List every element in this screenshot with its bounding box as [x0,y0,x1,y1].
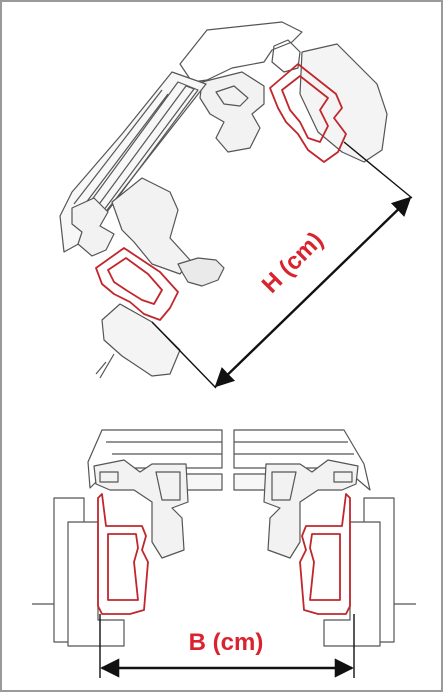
lower-lining-stub [95,353,115,379]
lower-red-frame [95,247,179,321]
lower-lining-board [101,303,181,377]
right-red-frame-inner [309,533,341,601]
height-extension-bottom [151,321,217,389]
upper-lining-board [299,43,388,163]
hook-seal [177,257,225,287]
upper-frame-profile [199,71,265,153]
frame-profiles-bottom [97,493,351,615]
right-red-frame [299,493,351,615]
left-sash-profile [93,459,189,559]
upper-flashing [179,21,303,83]
width-dimension: B (cm) [99,614,355,678]
right-lining-plate [323,521,381,647]
top-cover-right [233,429,371,491]
left-red-frame-inner [107,533,139,601]
roof-window-section [59,21,388,379]
upper-red-frame [269,63,347,163]
glazing-inner-line-2 [73,89,163,205]
height-dimension-line [214,196,412,388]
left-lining-plate [67,521,125,647]
width-label: B (cm) [189,629,264,656]
right-sash-inner [271,471,353,501]
frame-profiles-top [95,63,347,321]
lower-sash-profile [71,197,115,257]
left-red-frame [97,493,149,615]
upper-frame-detail [215,39,301,107]
height-extension-top [343,141,413,199]
top-cover-left [87,429,223,489]
right-sash-profile [263,459,359,559]
horizontal-section [32,429,416,647]
glazing-inner-line [81,93,169,209]
left-sash-inner [99,471,181,501]
upper-red-frame-inner [281,75,329,143]
lower-red-frame-inner [107,257,163,305]
